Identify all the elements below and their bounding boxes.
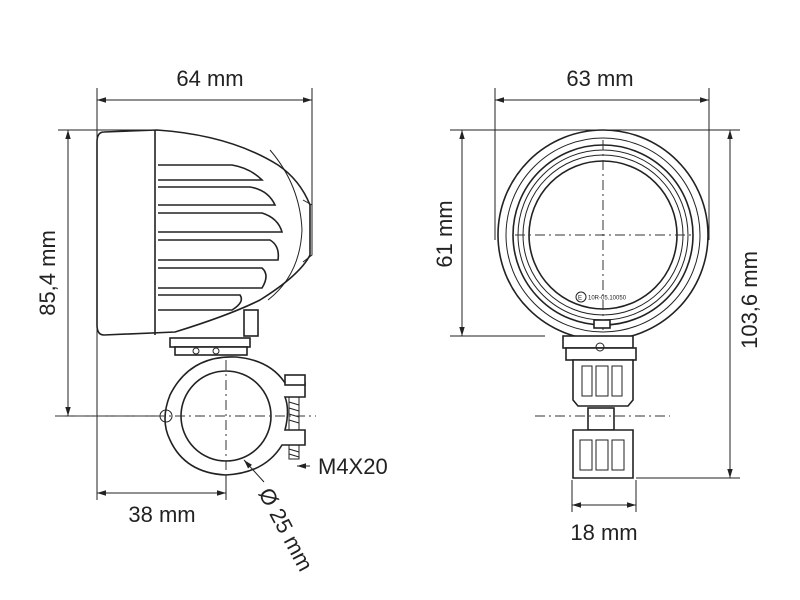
dimension-clamp-38: 38 mm [97,490,226,527]
screw-label: M4X20 [318,454,388,479]
dimension-width-63: 63 mm [495,66,709,103]
lamp-housing-side [96,129,313,337]
dimension-lens-61: 61 mm [432,130,465,336]
clamp-offset-label: 38 mm [128,502,195,527]
side-view: 64 mm 85,4 mm 38 mm [35,66,388,575]
dimension-total-103: 103,6 mm [727,130,762,478]
mount-bracket-front [562,335,637,479]
height-label: 85,4 mm [35,230,60,316]
mount-plate-side [169,337,251,356]
total-height-label: 103,6 mm [737,251,762,349]
lamp-bottom-tab [593,319,611,329]
front-view: 63 mm 61 mm 103,6 mm 18 mm [432,66,762,545]
lens-height-label: 61 mm [432,200,457,267]
approval-marking-text: 10R-05.10050 [588,296,627,302]
width-label: 64 mm [176,66,243,91]
diameter-label: Ø 25 mm [254,484,319,576]
bracket-width-label: 18 mm [570,520,637,545]
dimension-bracket-18: 18 mm [570,502,638,545]
dimension-height-85: 85,4 mm [35,130,71,416]
front-width-label: 63 mm [566,66,633,91]
diameter-callout: Ø 25 mm [243,459,319,576]
screw-callout: M4X20 [297,454,388,479]
dimension-width-64: 64 mm [97,66,312,103]
e-mark: E [578,296,582,302]
approval-marking: E 10R-05.10050 [575,291,627,303]
